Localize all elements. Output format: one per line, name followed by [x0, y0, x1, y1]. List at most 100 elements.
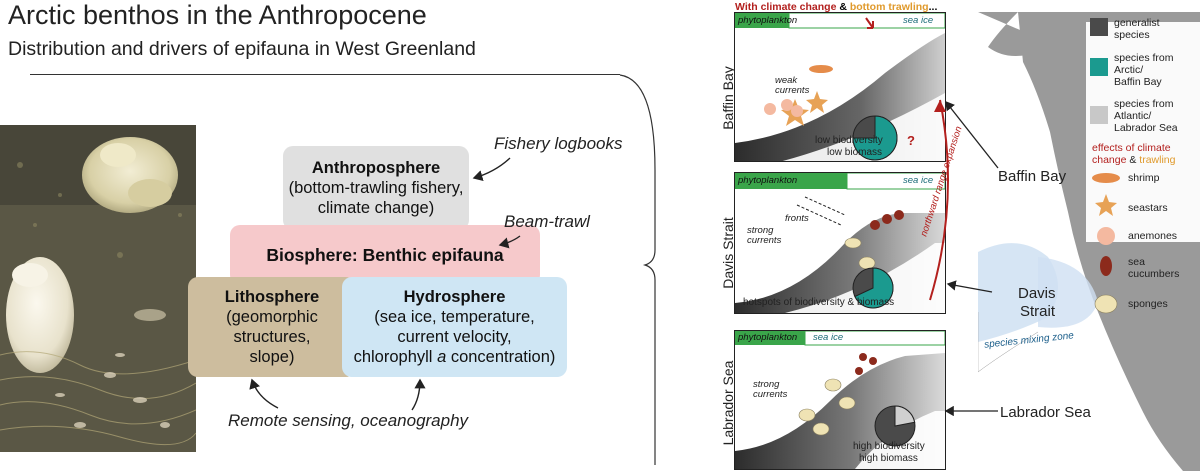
legend-atlantic1: species from	[1114, 98, 1174, 110]
legend-effects2b: &	[1126, 154, 1140, 166]
legend-arctic2: Arctic/	[1114, 64, 1144, 76]
labrador-pie-slice	[894, 405, 916, 427]
anthroposphere-line1: (bottom-trawling fishery,	[288, 179, 464, 197]
legend-effects2a: change	[1092, 154, 1127, 166]
biosphere-box: Biosphere: Benthic epifauna	[230, 225, 540, 285]
baffin-currents2: currents	[775, 85, 810, 96]
davis-seaice: sea ice	[903, 175, 934, 186]
legend-swatch-generalist	[1090, 18, 1108, 36]
labrador-currents1: strong	[753, 379, 780, 390]
remote-arrow-hydro	[411, 378, 426, 411]
header-amp: &	[836, 1, 850, 13]
lithosphere-box: Lithosphere (geomorphic structures, slop…	[188, 277, 356, 377]
header-trawling: bottom trawling	[849, 1, 929, 13]
title-divider	[30, 74, 620, 75]
seafloor-photo-art	[0, 125, 196, 452]
bracket	[619, 74, 656, 465]
hydrosphere-title: Hydrosphere	[403, 288, 506, 306]
baffin-biomass: low biomass	[827, 147, 883, 158]
biosphere-title: Biosphere: Benthic epifauna	[266, 244, 504, 265]
davis-hotspots: hotspots of biodiversity & biomass	[743, 297, 895, 308]
legend-generalist2: species	[1114, 29, 1150, 41]
header-climate: With climate change	[735, 1, 837, 13]
header-ellipsis: ...	[928, 1, 938, 13]
hydrosphere-line3a: chlorophyll	[353, 348, 438, 366]
legend-arctic1: species from	[1114, 52, 1174, 64]
legend-swatch-arctic	[1090, 58, 1108, 76]
labrador-biomass: high biomass	[859, 453, 918, 464]
hydrosphere-box: Hydrosphere (sea ice, temperature, curre…	[342, 277, 567, 377]
legend-atlantic2: Atlantic/	[1114, 110, 1152, 122]
page-title: Arctic benthos in the Anthropocene	[8, 0, 427, 30]
panels-header: With climate change & bottom trawling...	[735, 1, 937, 13]
panel-labrador-art	[735, 331, 945, 469]
anemone-icon	[1097, 227, 1115, 245]
legend-cucumbers1: sea	[1128, 256, 1145, 268]
hydrosphere-line2: current velocity,	[397, 328, 512, 346]
legend-anemones: anemones	[1128, 230, 1178, 242]
baffin-currents1: weak	[775, 75, 798, 86]
page-subtitle: Distribution and drivers of epifauna in …	[8, 38, 476, 60]
sea-cucumber-icon	[1100, 256, 1112, 276]
anthroposphere-line2: climate change)	[317, 199, 435, 217]
map-baffin-label: Baffin Bay	[998, 168, 1067, 185]
legend-swatch-atlantic	[1090, 106, 1108, 124]
legend-species-icons	[1092, 173, 1120, 314]
legend-sponges: sponges	[1128, 298, 1168, 310]
remote-sensing-label: Remote sensing, oceanography	[228, 411, 469, 430]
panel-davis-art	[735, 173, 945, 313]
anthroposphere-box: Anthroposphere (bottom-trawling fishery,…	[283, 146, 469, 230]
labrador-phyto: phytoplankton	[738, 332, 798, 343]
legend-shrimp: shrimp	[1128, 172, 1160, 184]
map-labrador-label: Labrador Sea	[1000, 404, 1091, 421]
davis-pie-slice	[854, 267, 894, 309]
labrador-seaice: sea ice	[813, 332, 844, 343]
baffin-phyto: phytoplankton	[738, 15, 798, 26]
panel-baffin-art	[735, 13, 945, 161]
baffin-seaice: sea ice	[903, 15, 934, 26]
hydrosphere-line3c: concentration)	[446, 348, 556, 366]
legend-seastars: seastars	[1128, 202, 1168, 214]
anthroposphere-title: Anthroposphere	[311, 159, 441, 177]
hydrosphere-line1: (sea ice, temperature,	[374, 308, 535, 326]
baffin-pie-slice	[852, 115, 898, 161]
hydrosphere-line3: chlorophyll a concentration)	[354, 347, 556, 367]
beam-arrow	[498, 235, 521, 249]
davis-currents1: strong	[747, 225, 774, 236]
lithosphere-line3: slope)	[249, 348, 295, 366]
hydrosphere-line3b: a	[437, 348, 447, 366]
labrador-currents2: currents	[753, 389, 788, 400]
panel-labrador: phytoplankton sea ice strong currents hi…	[734, 330, 946, 470]
panel-baffin: phytoplankton sea ice weak currents low …	[734, 12, 946, 162]
map-davis-label1: Davis	[1018, 285, 1056, 302]
davis-fronts: fronts	[785, 213, 809, 224]
lithosphere-line1: (geomorphic	[226, 308, 318, 326]
legend-arctic3: Baffin Bay	[1114, 76, 1162, 88]
baffin-bio: low biodiversity	[815, 135, 883, 146]
seastar-icon	[1095, 194, 1117, 216]
legend-generalist1: generalist	[1114, 17, 1160, 29]
legend-cucumbers2: cucumbers	[1128, 268, 1180, 280]
davis-phyto: phytoplankton	[738, 175, 798, 186]
shrimp-icon	[1092, 173, 1120, 183]
map-connector-arrows	[944, 100, 999, 417]
left-arrows	[249, 74, 656, 465]
panel-davis: phytoplankton sea ice fronts strong curr…	[734, 172, 946, 314]
legend-effects1: effects of climate	[1092, 142, 1171, 154]
range-expansion-arc	[929, 99, 949, 301]
legend-effects2c: trawling	[1139, 154, 1176, 166]
baffin-question: ?	[907, 133, 915, 148]
fishery-logbooks-label: Fishery logbooks	[494, 134, 623, 153]
labrador-bio: high biodiversity	[853, 441, 925, 452]
sponge-icon	[1094, 294, 1118, 314]
lithosphere-line2: structures,	[233, 328, 311, 346]
beam-trawl-label: Beam-trawl	[504, 212, 590, 231]
fishery-arrow	[472, 157, 511, 182]
lithosphere-title: Lithosphere	[224, 288, 320, 306]
